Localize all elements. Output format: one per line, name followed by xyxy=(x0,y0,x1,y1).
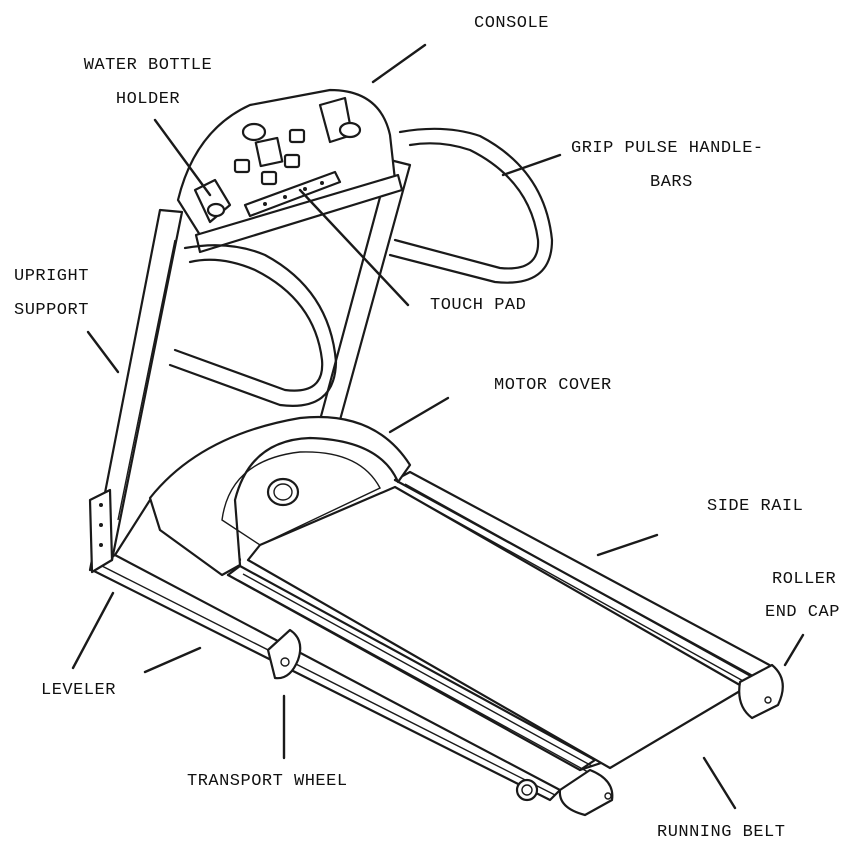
leader-leveler xyxy=(71,591,115,670)
transport-wheel xyxy=(266,628,302,680)
console-button-4 xyxy=(288,128,306,144)
roller-end-cap-left xyxy=(558,768,614,817)
display-window xyxy=(254,136,284,168)
label-upright-support-line1: UPRIGHT xyxy=(14,267,89,286)
label-roller-end-cap-line1: ROLLER xyxy=(772,570,837,589)
label-leveler: LEVELER xyxy=(41,681,116,700)
handlebar-left xyxy=(173,258,324,392)
leader-upright-support xyxy=(86,330,120,374)
label-motor-cover: MOTOR COVER xyxy=(494,376,612,395)
label-transport-wheel: TRANSPORT WHEEL xyxy=(187,772,348,791)
roller-end-cap xyxy=(738,663,784,720)
touch-pad xyxy=(243,170,342,218)
label-grip-pulse-line2: BARS xyxy=(650,173,693,192)
label-console: CONSOLE xyxy=(474,14,549,33)
side-rail-left xyxy=(226,564,597,772)
leader-grip-pulse xyxy=(501,153,562,177)
label-upright-support-line2: SUPPORT xyxy=(14,301,89,320)
console-button-2 xyxy=(260,170,278,186)
label-touch-pad: TOUCH PAD xyxy=(430,296,527,315)
leader-console xyxy=(371,43,427,84)
leader-roller-end-cap xyxy=(783,633,805,667)
label-grip-pulse-line1: GRIP PULSE HANDLE- xyxy=(571,139,764,158)
label-running-belt: RUNNING BELT xyxy=(657,823,786,842)
rear-wheel xyxy=(515,778,539,802)
leader-touch-pad xyxy=(298,188,410,307)
logo-badge xyxy=(266,477,300,507)
console-logo xyxy=(241,122,267,142)
upright-base-bracket xyxy=(88,488,114,574)
running-belt xyxy=(246,485,747,770)
console-button-1 xyxy=(233,158,251,174)
leader-motor-cover xyxy=(388,396,450,434)
leader-side-rail xyxy=(596,533,659,557)
label-water-bottle-holder-line1: WATER BOTTLE xyxy=(83,56,213,75)
leader-water-bottle xyxy=(153,118,212,197)
leader-leveler-2 xyxy=(143,646,202,674)
label-water-bottle-holder-line2: HOLDER xyxy=(115,90,181,109)
console-button-3 xyxy=(283,153,301,169)
label-roller-end-cap-line2: END CAP xyxy=(765,603,840,622)
leader-running-belt xyxy=(702,756,737,810)
handlebar-right xyxy=(393,142,540,270)
label-side-rail: SIDE RAIL xyxy=(707,497,804,516)
motor-cover xyxy=(148,415,412,577)
